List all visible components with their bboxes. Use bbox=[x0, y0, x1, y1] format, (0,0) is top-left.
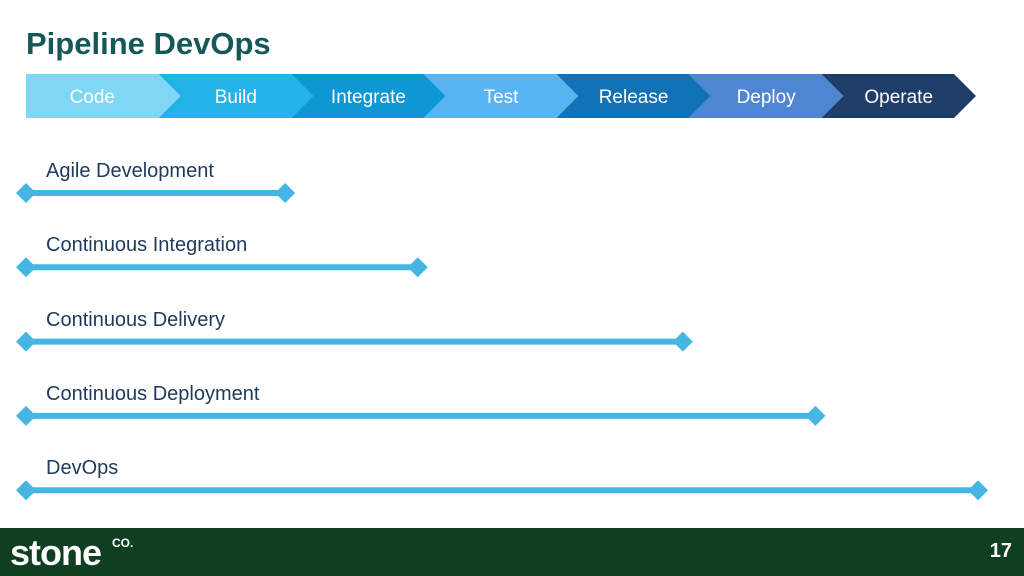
range-label: DevOps bbox=[46, 457, 119, 480]
stage-label-test: Test bbox=[484, 87, 520, 108]
pipeline-diagram: Code Build Integrate Test Release Deploy Opera… bbox=[16, 74, 988, 501]
range-start-diamond bbox=[16, 405, 36, 426]
range-start-diamond bbox=[16, 480, 36, 501]
range-start-diamond bbox=[16, 183, 36, 203]
range-end-diamond bbox=[407, 257, 428, 278]
footer-bar: stone CO. 17 bbox=[0, 528, 1024, 576]
range-start-diamond bbox=[16, 331, 36, 352]
page-number: 17 bbox=[989, 540, 1012, 562]
stage-chevron-build bbox=[158, 74, 314, 118]
stage-chevron-operate bbox=[821, 74, 976, 118]
stage-label-deploy: Deploy bbox=[737, 87, 797, 108]
stage-label-integrate: Integrate bbox=[331, 87, 406, 108]
range-label: Agile Development bbox=[46, 160, 214, 182]
stone-logo: stone bbox=[10, 532, 102, 573]
range-end-diamond bbox=[275, 183, 296, 203]
stage-label-build: Build bbox=[215, 87, 257, 108]
range-label: Continuous Delivery bbox=[46, 308, 225, 331]
stage-label-operate: Operate bbox=[864, 87, 933, 108]
page-title: Pipeline DevOps bbox=[26, 26, 271, 61]
stage-label-code: Code bbox=[70, 87, 115, 108]
stage-chevron-deploy bbox=[688, 74, 844, 118]
range-end-diamond bbox=[968, 480, 988, 501]
range-label: Continuous Integration bbox=[46, 234, 248, 257]
range-start-diamond bbox=[16, 257, 36, 278]
stage-chevron-test bbox=[423, 74, 579, 118]
stone-logo-sup: CO. bbox=[112, 536, 134, 550]
stage-chevron-code bbox=[26, 74, 181, 118]
stage-label-release: Release bbox=[599, 87, 669, 108]
range-label: Continuous Deployment bbox=[46, 382, 260, 405]
stage-chevron-release bbox=[556, 74, 711, 118]
range-end-diamond bbox=[805, 405, 826, 426]
range-end-diamond bbox=[672, 331, 693, 352]
stage-chevron-integrate bbox=[291, 74, 446, 118]
